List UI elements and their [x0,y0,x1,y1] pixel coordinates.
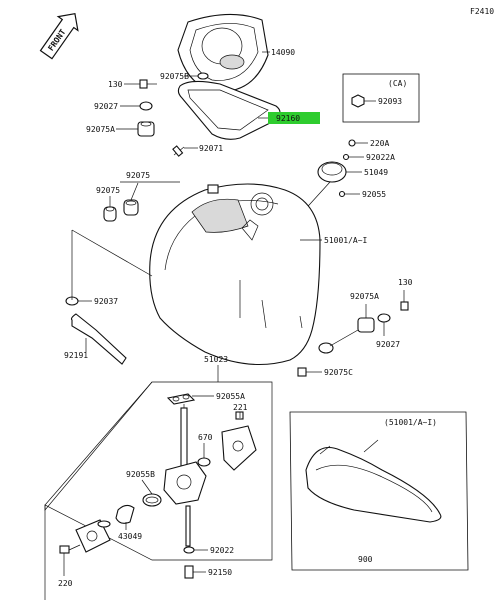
label-92075c: 92075C [324,368,353,377]
highlight-92160 [268,112,320,124]
hose-92191 [70,313,127,365]
label-92055a: 92055A [216,392,245,401]
label-14090: 14090 [271,48,295,57]
variant-box: (51001/A~I) 900 [289,411,469,571]
label-92027-right: 92027 [376,340,400,349]
label-92055: 92055 [362,190,386,199]
label-92022a: 92022A [366,153,395,162]
tank-cover [177,13,269,92]
label-220a: 220A [370,139,389,148]
grommets-92075 [103,199,139,222]
label-51049: 51049 [364,168,388,177]
gasket-92160 [177,80,281,140]
label-92075-left: 92075 [96,186,120,195]
label-43049: 43049 [118,532,142,541]
label-92191: 92191 [64,351,88,360]
label-92027-top: 92027 [94,102,118,111]
ca-box: (CA) 92093 [342,73,420,123]
ca-box-part: 92093 [378,97,402,106]
bolt-130-right [400,301,409,311]
fuel-cock-51023 [59,393,257,579]
doc-code: F2410 [470,7,494,16]
label-221: 221 [233,403,248,412]
grommet-92075a-right [357,317,375,333]
label-92150: 92150 [208,568,232,577]
label-51023: 51023 [204,355,228,364]
label-92075b: 92075B [160,72,189,81]
label-130-right: 130 [398,278,413,287]
fuel-cap-51049 [317,161,347,183]
label-130-top: 130 [108,80,123,89]
label-92055b: 92055B [126,470,155,479]
fuel-tank-51001 [149,183,334,366]
label-92160: 92160 [276,114,300,123]
variant-box-caption: 900 [358,555,373,564]
label-51001: 51001/A~I [324,236,368,245]
label-220: 220 [58,579,73,588]
screw-220a [348,139,368,147]
label-92071: 92071 [199,144,223,153]
label-92075a-top: 92075A [86,125,115,134]
label-92075a-right: 92075A [350,292,379,301]
variant-box-title: (51001/A~I) [384,418,437,427]
grommet-92075a-top [137,121,155,137]
label-92037: 92037 [94,297,118,306]
front-arrow-icon: FRONT [39,13,79,60]
ca-box-title: (CA) [388,79,407,88]
label-92022: 92022 [210,546,234,555]
label-92075-left2: 92075 [126,171,150,180]
label-670: 670 [198,433,213,442]
bolt-130-top [139,79,157,89]
